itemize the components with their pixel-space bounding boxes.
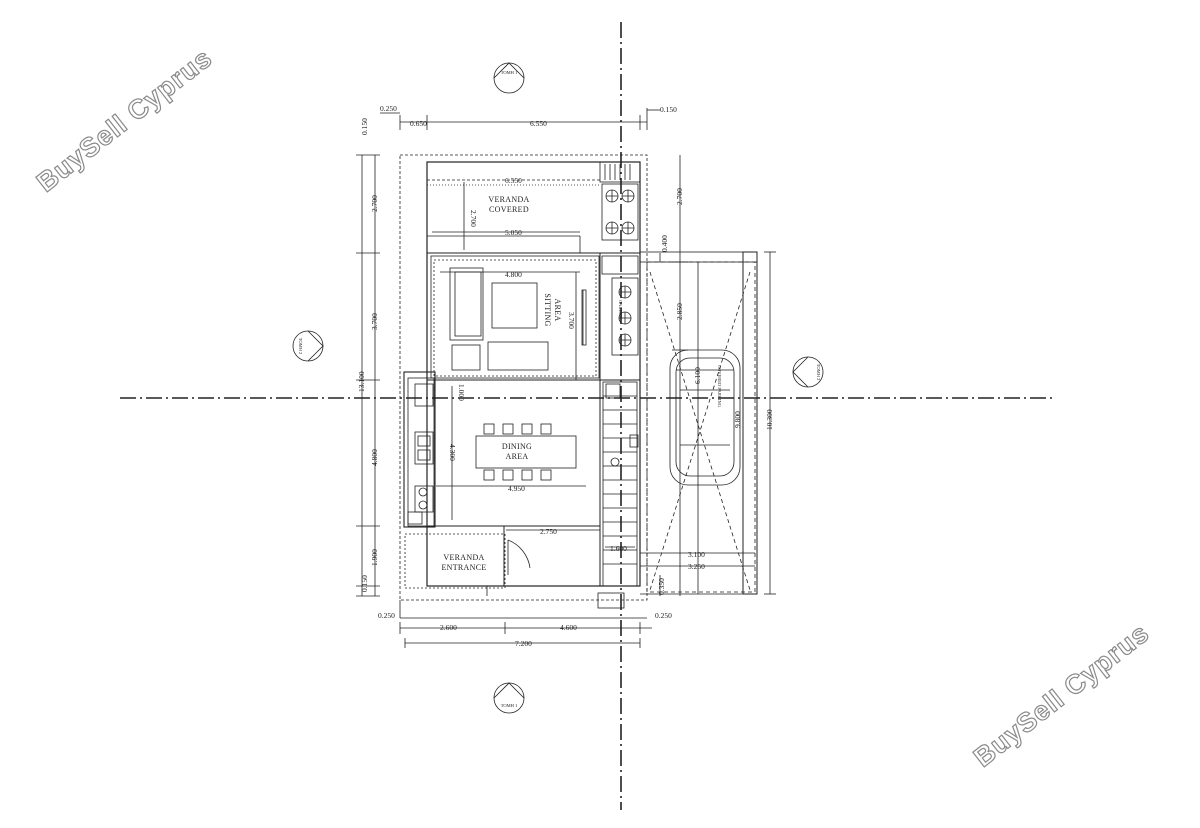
dim-sitting-width: 4.800: [505, 270, 522, 279]
dim-sitting-depth: 3.700: [567, 312, 576, 329]
room-dining-1: DINING: [502, 442, 532, 451]
label-parking: COVERED PARKING: [717, 365, 722, 408]
dim-bottom-left-offset: 0.250: [378, 611, 395, 620]
label-garden: GARDEN: [618, 300, 623, 319]
room-veranda-entrance-1: VERANDA: [443, 553, 484, 562]
dim-right-6100: 6.100: [693, 367, 702, 384]
dim-top-offset: 0.250: [380, 104, 397, 113]
dim-veranda-depth: 2.700: [469, 210, 478, 227]
entrance-door: [507, 539, 531, 575]
dim-top-main: 6.550: [530, 119, 547, 128]
section-label-left: TOMH 2: [298, 338, 303, 355]
dim-veranda-width: 6.550: [505, 176, 522, 185]
section-marker-bottom: [493, 682, 525, 714]
dim-entrance-width: 2.750: [540, 527, 557, 536]
room-veranda-covered-1: VERANDA: [488, 195, 529, 204]
dim-top-right: 0.150: [660, 105, 677, 114]
coffee-table: [491, 282, 538, 329]
dim-left-0150-bottom: 0.150: [360, 575, 369, 592]
sofa-bottom: [487, 341, 549, 371]
section-marker-top: [493, 62, 525, 94]
dim-right-9800: 9.800: [733, 411, 742, 428]
dim-top-left: 0.650: [410, 119, 427, 128]
dim-left-4800: 4.800: [370, 449, 379, 466]
dim-parking-1: 3.100: [688, 550, 705, 559]
house-outline: [426, 161, 641, 587]
room-sitting-2: AREA: [553, 299, 562, 322]
room-veranda-covered-2: COVERED: [489, 205, 529, 214]
dim-bottom-main: 4.600: [560, 623, 577, 632]
dim-dining-top: 1.000: [457, 384, 466, 401]
dim-parking-2: 3.250: [688, 562, 705, 571]
garden-box-middle: [611, 277, 639, 356]
dim-left-2700: 2.700: [370, 195, 379, 212]
dim-bottom-right-offset: 0.250: [655, 611, 672, 620]
dim-right-10300: 10.300: [765, 409, 774, 430]
dining-table: [475, 423, 577, 481]
dim-left-3700: 3.700: [370, 313, 379, 330]
kitchen-counter: [403, 371, 436, 528]
room-dining-2: AREA: [506, 452, 529, 461]
section-label-top: TOMH 1: [501, 70, 518, 75]
dim-dining-width: 4.950: [508, 484, 525, 493]
dim-dining-depth: 4.300: [448, 444, 457, 461]
dim-bottom-left: 2.600: [440, 623, 457, 632]
car: [669, 349, 741, 486]
dim-left-total: 13.100: [357, 371, 366, 392]
room-sitting-1: SITTING: [543, 293, 552, 326]
veranda-entrance-outline: [404, 533, 506, 589]
garden-plants-top: [605, 189, 635, 235]
dim-right-2850: 2.850: [675, 303, 684, 320]
sofa-left: [449, 267, 484, 341]
parking-outline: [646, 261, 756, 593]
dim-right-0350: 0.350: [657, 578, 666, 595]
dim-stair-width: 1.600: [610, 544, 627, 553]
dim-total-width: 7.200: [515, 639, 532, 648]
dim-right-2700: 2.700: [675, 188, 684, 205]
outer-boundary: [399, 154, 648, 601]
dim-left-1900: 1.900: [370, 549, 379, 566]
room-veranda-entrance-2: ENTRANCE: [441, 563, 486, 572]
dim-left-0150-top: 0.150: [360, 118, 369, 135]
section-marker-left: [292, 330, 324, 362]
dim-right-0400: 0.400: [660, 235, 669, 252]
section-label-right: TOMH 2: [816, 364, 821, 381]
section-label-bottom: TOMH 1: [501, 703, 518, 708]
staircase: [602, 381, 639, 587]
section-marker-right: [792, 356, 824, 388]
dim-veranda-inner: 5.050: [505, 228, 522, 237]
